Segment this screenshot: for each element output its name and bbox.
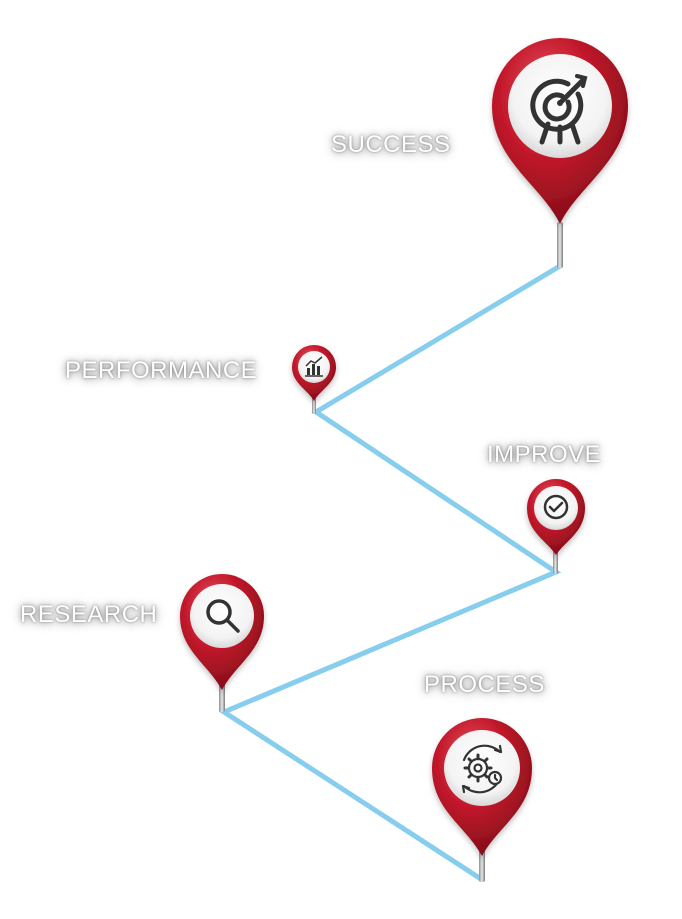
- pin-process: [432, 718, 532, 882]
- pin-success: [492, 38, 628, 268]
- pin-research: [180, 574, 264, 712]
- pin-needle: [312, 396, 316, 414]
- target-icon: [530, 74, 588, 145]
- label-performance: PERFORMANCE: [65, 357, 258, 384]
- bar-chart-icon: [305, 356, 323, 377]
- pin-improve: [527, 479, 585, 574]
- pin-performance: [292, 345, 336, 414]
- pin-needle: [479, 846, 485, 882]
- gear-cycle-icon: [461, 744, 503, 794]
- label-research: RESEARCH: [20, 601, 158, 628]
- label-success: SUCCESS: [331, 131, 451, 158]
- check-circle-icon: [543, 494, 569, 520]
- label-process: PROCESS: [424, 671, 545, 698]
- pin-needle: [553, 548, 558, 574]
- label-improve: IMPROVE: [487, 441, 602, 468]
- pin-disc: [190, 584, 254, 648]
- search-icon: [206, 599, 240, 633]
- pin-needle: [557, 222, 563, 268]
